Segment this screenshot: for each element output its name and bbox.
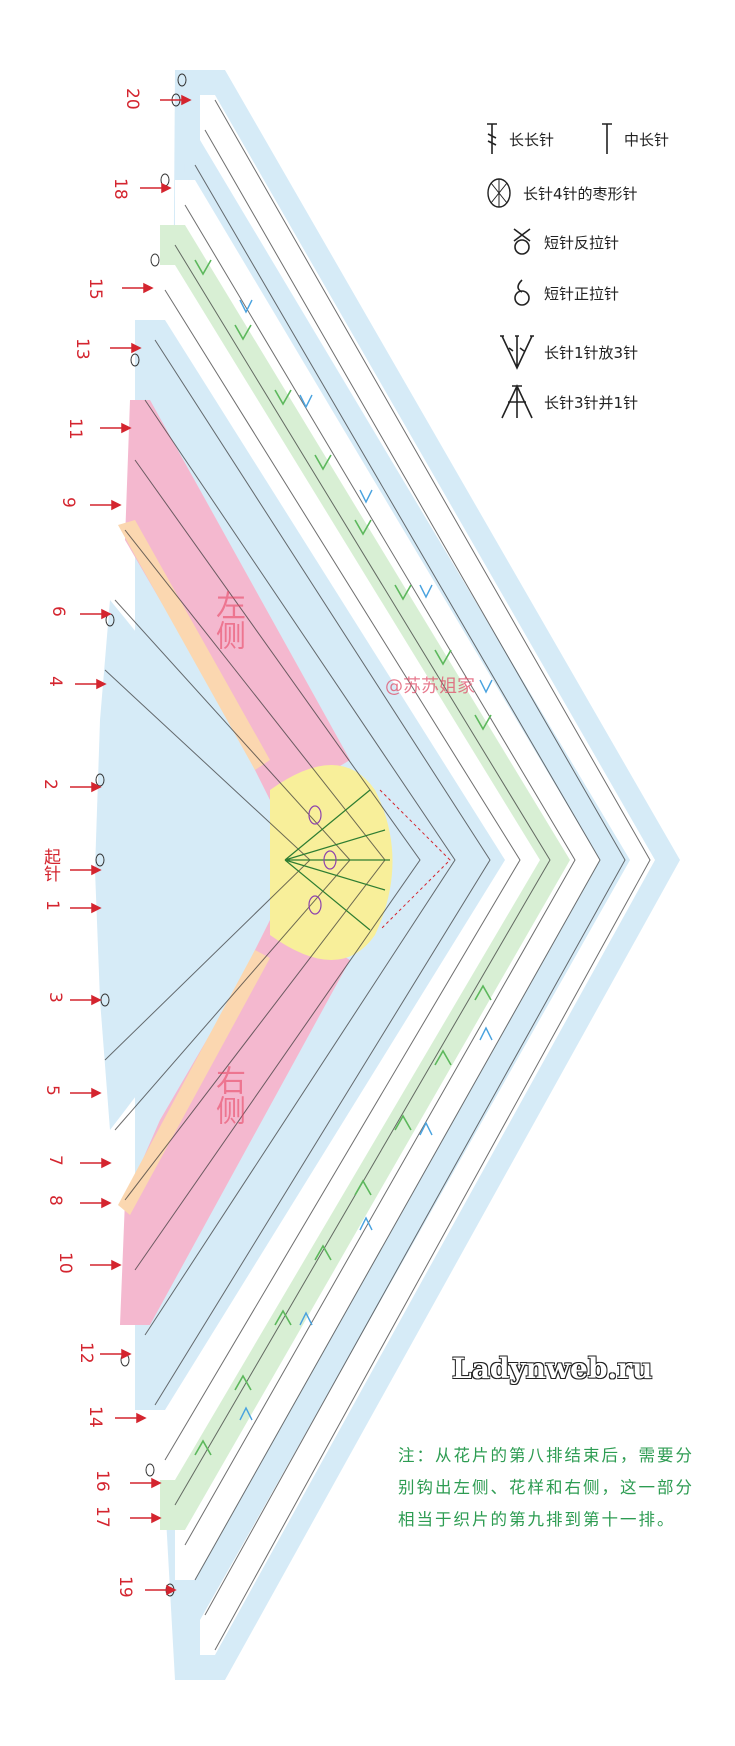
legend-item-increase: 长针1针放3针: [500, 334, 638, 370]
row-label-15: 15: [85, 278, 105, 300]
legend-item-double-treble: 长长针: [485, 122, 554, 156]
legend-label-front-post: 短针正拉针: [544, 284, 620, 303]
row-label-2: 2: [40, 779, 60, 790]
front-post-sc-icon: [514, 279, 530, 306]
pink-right-section: [120, 920, 350, 1325]
row-label-11: 11: [65, 418, 85, 440]
legend-label-double-treble: 长长针: [509, 130, 555, 149]
green-stitch-row: [194, 259, 492, 1456]
red-guide-lines: [379, 789, 451, 931]
legend-label-half-double: 中长针: [624, 130, 670, 149]
row-label-12: 12: [76, 1342, 96, 1364]
row-label-10: 10: [55, 1252, 75, 1274]
double-treble-icon: [487, 123, 497, 154]
row-label-13: 13: [72, 338, 92, 360]
row-label-3: 3: [45, 992, 65, 1003]
stitch-rows: [104, 99, 651, 1651]
increase-icon: [500, 335, 534, 370]
legend-label-puff: 长针4针的枣形针: [523, 184, 638, 203]
half-double-icon: [602, 123, 612, 154]
orange-strip-left: [118, 520, 270, 770]
note-text: 注：从花片的第八排结束后，需要分别钩出左侧、花样和右侧，这一部分相当于织片的第九…: [398, 1446, 694, 1529]
row-label-7: 7: [45, 1155, 65, 1166]
inner-center-band: [95, 600, 240, 1130]
legend-item-back-post: 短针反拉针: [510, 227, 619, 257]
legend-label-back-post: 短针反拉针: [544, 233, 620, 252]
legend-item-half-double: 中长针: [600, 122, 669, 156]
legend-item-decrease: 长针3针并1针: [500, 384, 638, 420]
section-left-label: 左侧: [210, 590, 245, 650]
row-label-5: 5: [42, 1085, 62, 1096]
center-motif: [308, 805, 337, 915]
orange-strip-right: [118, 950, 270, 1215]
puff-stitch-icon: [487, 178, 511, 208]
row-label-14: 14: [85, 1406, 105, 1428]
row-label-6: 6: [48, 606, 68, 617]
row-label-20: 20: [122, 88, 142, 110]
row-label-18: 18: [110, 178, 130, 200]
legend-item-puff: 长针4针的枣形针: [485, 176, 638, 210]
center-spokes: [284, 789, 390, 931]
yellow-fan: [270, 765, 393, 960]
legend-item-front-post: 短针正拉针: [510, 278, 619, 308]
pink-left-section: [125, 400, 350, 800]
row-label-19: 19: [115, 1576, 135, 1598]
legend-label-decrease: 长针3针并1针: [544, 393, 639, 412]
legend-label-increase: 长针1针放3针: [544, 343, 639, 362]
row-label-8: 8: [45, 1195, 65, 1206]
decrease-icon: [501, 384, 533, 419]
row-label-17: 17: [92, 1506, 112, 1528]
row-label-4: 4: [45, 676, 65, 687]
row-label-16: 16: [92, 1470, 112, 1492]
section-right-label: 右侧: [210, 1065, 245, 1125]
row-label-start: 起针: [40, 848, 60, 882]
row-label-1: 1: [42, 900, 62, 911]
row-label-9: 9: [58, 497, 78, 508]
row-arrows: [70, 94, 192, 1596]
blue-stitch-row: [239, 299, 493, 1421]
brand-logo: Ladynweb.ru: [452, 1352, 653, 1385]
watermark: @苏苏姐家: [385, 676, 475, 697]
back-post-sc-icon: [513, 228, 531, 255]
